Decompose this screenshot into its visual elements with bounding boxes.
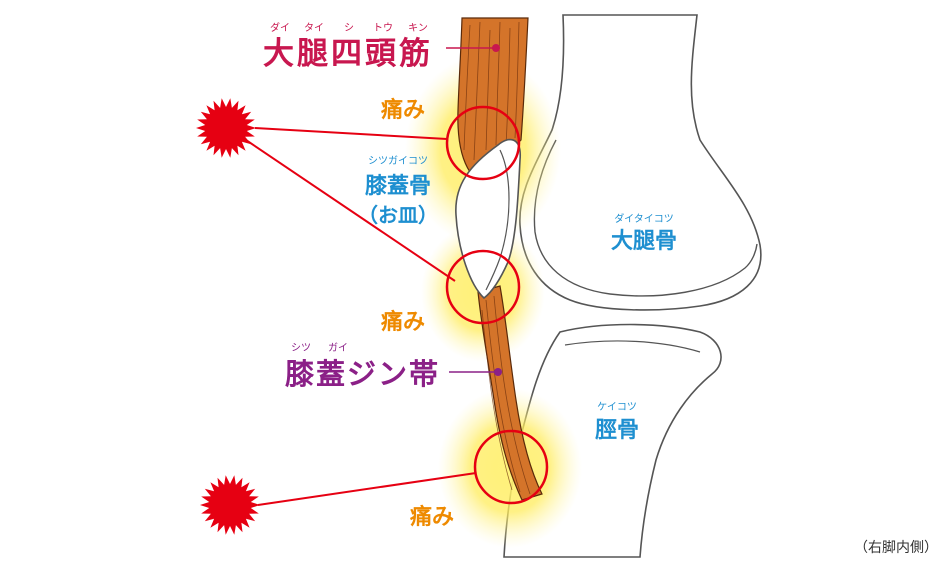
pain-circle-middle bbox=[445, 249, 521, 325]
pain-circle-lower bbox=[473, 429, 549, 505]
quadriceps-ruby-1: ダイ bbox=[270, 21, 290, 34]
ligament-ruby-1: シツ bbox=[291, 343, 311, 354]
pain-burst-lower-icon bbox=[200, 475, 260, 535]
femur-label: 大腿骨 bbox=[611, 229, 677, 254]
patella-sublabel: （お皿） bbox=[358, 203, 438, 227]
quadriceps-label: 大腿四頭筋 bbox=[263, 36, 433, 72]
quadriceps-ruby-3: シ bbox=[344, 23, 354, 34]
pain-label-lower: 痛み bbox=[410, 504, 454, 530]
pain-circles bbox=[445, 105, 549, 505]
ligament-ruby-2: ガイ bbox=[328, 342, 348, 354]
patella-label: 膝蓋骨 bbox=[365, 173, 431, 199]
patella-ruby: シツガイコツ bbox=[368, 155, 428, 167]
quadriceps-ruby-2: タイ bbox=[304, 22, 324, 34]
quadriceps-label-group: ダイ タイ シ トウ キン 大腿四頭筋 bbox=[263, 21, 500, 72]
quadriceps-ruby-5: キン bbox=[408, 23, 428, 34]
tibia-ruby: ケイコツ bbox=[597, 401, 637, 413]
ligament-label: 膝蓋ジン帯 bbox=[285, 357, 440, 391]
pain-circle-upper bbox=[445, 105, 521, 181]
ligament-leader-dot bbox=[494, 368, 502, 376]
femur-ruby: ダイタイコツ bbox=[614, 212, 674, 225]
caption: （右脚内側） bbox=[854, 540, 938, 556]
pain-pointer-lines bbox=[245, 127, 477, 506]
patella-label-group: シツガイコツ 膝蓋骨 （お皿） bbox=[358, 155, 438, 227]
quadriceps-ruby-4: トウ bbox=[373, 22, 393, 34]
quadriceps-leader-dot bbox=[492, 44, 500, 52]
pointer-line-lower bbox=[257, 472, 477, 506]
tibia-label: 脛骨 bbox=[595, 418, 639, 443]
pain-label-upper: 痛み bbox=[381, 97, 425, 123]
tibia-label-group: ケイコツ 脛骨 bbox=[595, 401, 639, 443]
ligament-label-group: シツ ガイ 膝蓋ジン帯 bbox=[285, 342, 502, 391]
pointer-line-middle bbox=[245, 139, 456, 282]
pain-burst-upper-icon bbox=[196, 98, 256, 158]
pointer-line-upper bbox=[254, 127, 448, 140]
pain-label-middle: 痛み bbox=[381, 309, 425, 335]
femur-label-group: ダイタイコツ 大腿骨 bbox=[611, 212, 677, 254]
